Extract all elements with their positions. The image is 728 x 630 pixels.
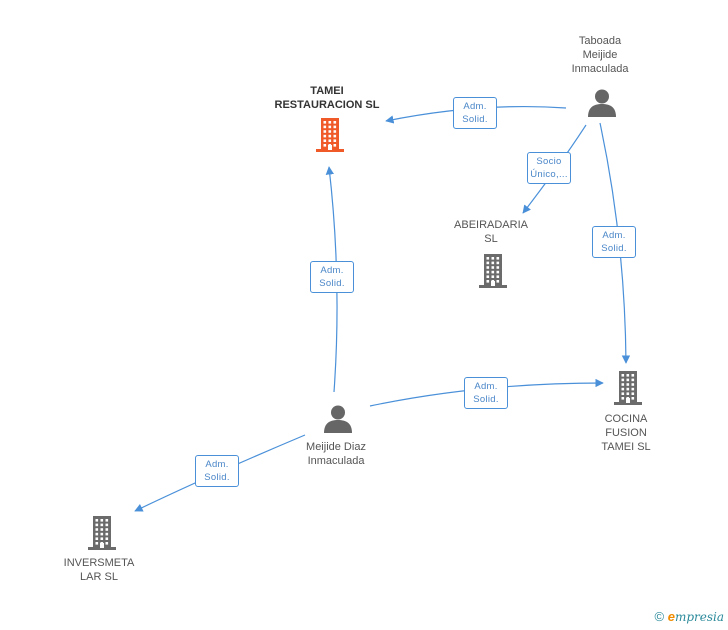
footer-brand: © empresia: [654, 609, 724, 624]
edge-label-taboada-abeira[interactable]: Socio Único,...: [527, 152, 571, 184]
copyright-symbol: ©: [654, 609, 665, 624]
building-icon[interactable]: [477, 253, 509, 294]
building-icon[interactable]: [314, 117, 346, 158]
node-label-cocina[interactable]: COCINA FUSION TAMEI SL: [601, 413, 651, 453]
node-label-meijide[interactable]: Meijide Diaz Inmaculada: [306, 441, 366, 467]
brand-name: mpresia: [674, 610, 724, 624]
brand-initial: e: [667, 609, 675, 624]
building-icon[interactable]: [86, 515, 118, 556]
edge-label-meijide-tamei[interactable]: Adm. Solid.: [310, 261, 354, 293]
edge-label-meijide-cocina[interactable]: Adm. Solid.: [464, 377, 508, 409]
node-label-tamei[interactable]: TAMEI RESTAURACION SL: [274, 85, 380, 111]
edge-label-meijide-invers[interactable]: Adm. Solid.: [195, 455, 239, 487]
person-icon[interactable]: [323, 404, 353, 439]
edge-label-taboada-cocina[interactable]: Adm. Solid.: [592, 226, 636, 258]
building-icon[interactable]: [612, 370, 644, 411]
node-label-taboada[interactable]: Taboada Meijide Inmaculada: [571, 35, 629, 75]
node-label-invers[interactable]: INVERSMETA LAR SL: [63, 557, 135, 583]
person-icon[interactable]: [587, 88, 617, 123]
edge-label-taboada-tamei[interactable]: Adm. Solid.: [453, 97, 497, 129]
node-label-abeira[interactable]: ABEIRADARIA SL: [454, 219, 528, 245]
